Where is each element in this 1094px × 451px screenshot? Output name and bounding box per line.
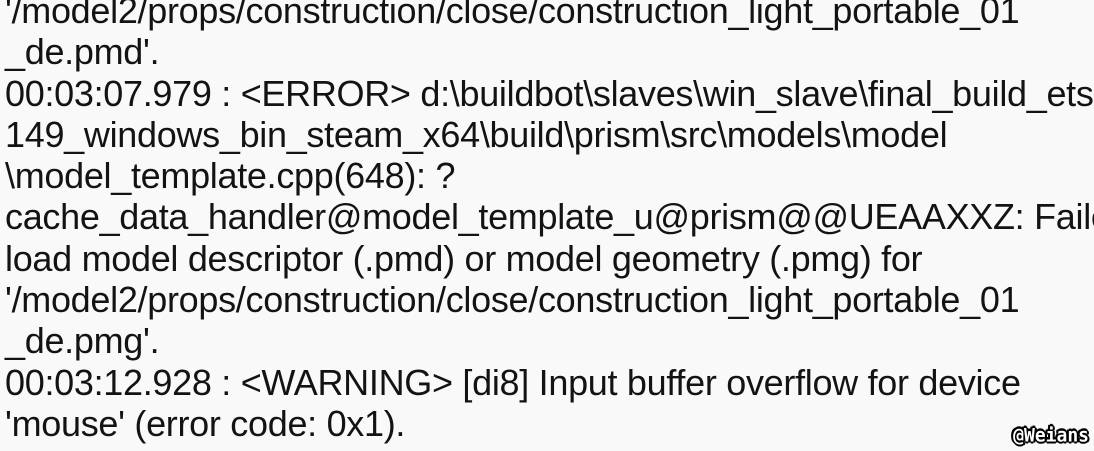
watermark: @Weians (1013, 424, 1089, 447)
log-line: cache_data_handler@model_template_u@pris… (5, 196, 1094, 238)
log-line: _de.pmd'. (5, 31, 160, 73)
log-line: \model_template.cpp(648): ? (5, 155, 456, 197)
log-text-area: '/model2/props/construction/close/constr… (5, 0, 1094, 444)
log-line: 'mouse' (error code: 0x1). (5, 402, 406, 444)
log-line-error-timestamp: 00:03:07.979 : <ERROR> d:\buildbot\slave… (5, 72, 1094, 114)
log-line: load model descriptor (.pmd) or model ge… (5, 237, 923, 279)
log-line: _de.pmg'. (5, 320, 160, 362)
log-line: '/model2/props/construction/close/constr… (5, 0, 1020, 31)
log-line-warning-timestamp: 00:03:12.928 : <WARNING> [di8] Input buf… (5, 361, 1021, 403)
log-line: 149_windows_bin_steam_x64\build\prism\sr… (5, 113, 948, 155)
log-line: '/model2/props/construction/close/constr… (5, 279, 1020, 321)
